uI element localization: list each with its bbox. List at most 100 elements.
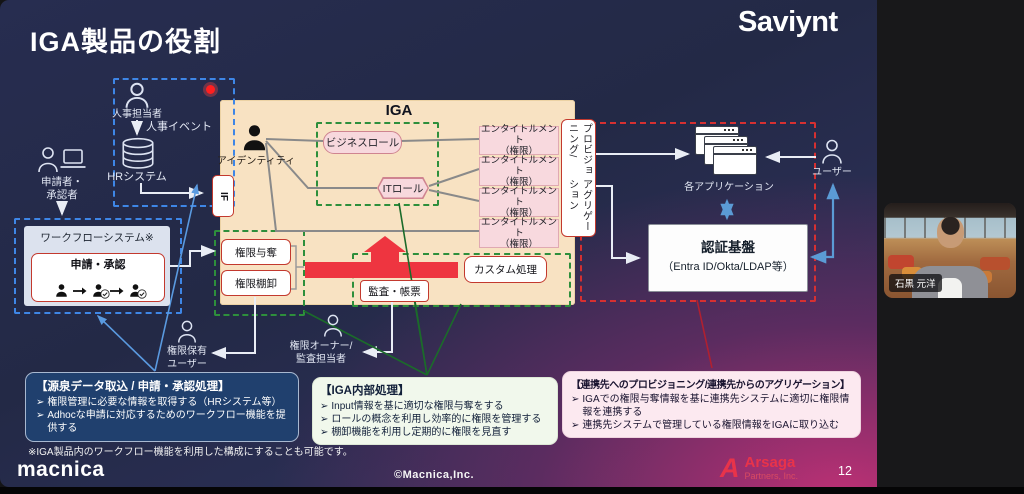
flow-arrow-icon (72, 287, 87, 295)
bullet-marker-icon: ➢ (36, 410, 45, 422)
hr-event-label: 人事イベント (146, 121, 212, 133)
callout-bullet-list: ➢権限管理に必要な情報を取得する（HRシステム等）➢Adhocな申請に対応するた… (36, 396, 288, 436)
requester-label-line1: 申請者・ (41, 176, 83, 188)
bullet-item: ➢IGAでの権限与奪情報を基に連携先システムに適切に権限情報を連携する (571, 393, 852, 419)
database-icon (119, 137, 157, 170)
office-sofa (980, 257, 1010, 270)
copyright-text: ©Macnica,Inc. (394, 469, 475, 481)
approval-label: 申請・承認 (70, 259, 126, 271)
entitlement-box: エンタイトルメント （権限） (479, 154, 559, 189)
callout-iga-internal: 【IGA内部処理】 ➢Input情報を基に適切な権限与奪をする➢ロールの概念を利… (312, 377, 558, 445)
person-approved-icon (128, 283, 147, 299)
callout-heading: 【連携先へのプロビジョニング/連携先からのアグリゲーション】 (571, 380, 850, 391)
entitlement-label: エンタイトルメント (480, 123, 557, 146)
audit-label: 監査・帳票 (368, 285, 421, 298)
if-label: IF (217, 191, 229, 201)
macnica-logo: macnica (17, 458, 105, 481)
page-number: 12 (838, 464, 852, 478)
workflow-system-box: ワークフローシステム※ 申請・承認 (24, 226, 170, 306)
bullet-marker-icon: ➢ (320, 401, 329, 412)
callout-bullet-list: ➢IGAでの権限与奪情報を基に連携先システムに適切に権限情報を連携する➢連携先シ… (571, 393, 852, 433)
custom-process-label: カスタム処理 (474, 264, 537, 276)
callout-provisioning: 【連携先へのプロビジョニング/連携先からのアグリゲーション】 ➢IGAでの権限与… (562, 371, 861, 438)
hr-actor-label: 人事担当者 (112, 109, 162, 120)
bullet-item: ➢Input情報を基に適切な権限与奪をする (320, 400, 550, 413)
provisioning-aggregation-box: プロビジョニング/アグリゲーション (561, 119, 596, 237)
entitlement-sublabel: （権限） (499, 239, 538, 251)
bullet-text: 権限管理に必要な情報を取得する（HRシステム等） (47, 397, 282, 408)
end-user-label: ユーザー (812, 167, 852, 178)
entitlement-label: エンタイトルメント (480, 216, 557, 239)
if-interface-box: IF (212, 175, 234, 217)
arsaga-subtext: Partners, Inc. (744, 470, 799, 481)
requester-label: 申請者・ 承認者 (30, 176, 94, 202)
callout-source-data: 【源泉データ取込 / 申請・承認処理】 ➢権限管理に必要な情報を取得する（HRシ… (25, 372, 299, 442)
bullet-marker-icon: ➢ (571, 394, 580, 405)
business-role-label: ビジネスロール (325, 137, 400, 149)
holder-label-line2: ユーザー (167, 358, 207, 370)
approval-box: 申請・承認 (31, 253, 165, 302)
arsaga-a-icon: A (720, 453, 740, 483)
provisioning-label: プロビジョニング/ (566, 123, 592, 176)
check-badge-icon (99, 289, 110, 299)
footnote: ※IGA製品内のワークフロー機能を利用した構成にすることも可能です。 (28, 447, 353, 458)
entitlement-sublabel: （権限） (499, 177, 538, 189)
arsaga-name: Arsaga (744, 454, 796, 472)
entitlement-box: エンタイトルメント （権限） (479, 123, 559, 158)
flow-arrow-icon (109, 287, 124, 295)
applications-icon (695, 126, 761, 178)
approval-flow-icons (32, 283, 164, 299)
bullet-text: Input情報を基に適切な権限与奪をする (331, 401, 504, 412)
office-sofa (888, 255, 914, 269)
identity-person-icon (240, 123, 269, 152)
hr-system-label: HRシステム (107, 171, 167, 183)
business-role-shape: ビジネスロール (323, 131, 402, 154)
aggregation-label: アグリゲーション (566, 179, 592, 232)
participant-video-tile[interactable]: 石黒 元洋 (884, 203, 1016, 298)
slide-title: IGA製品の役割 (30, 27, 222, 57)
bullet-marker-icon: ➢ (36, 397, 45, 408)
callout-bullet-list: ➢Input情報を基に適切な権限与奪をする➢ロールの概念を利用し効率的に権限を管… (320, 400, 550, 440)
office-background (884, 203, 1016, 298)
owner-person-icon (322, 313, 344, 338)
hr-person-icon (122, 82, 152, 109)
entitlement-label: エンタイトルメント (480, 154, 557, 177)
arsaga-logo: A Arsaga Partners, Inc. (720, 455, 798, 482)
entitlement-sublabel: （権限） (499, 146, 538, 158)
check-badge-icon (136, 289, 147, 299)
requester-label-line2: 承認者 (46, 189, 78, 202)
bullet-text: 棚卸機能を利用し定期的に権限を見直す (331, 427, 512, 439)
participant-head (937, 217, 964, 248)
bullet-marker-icon: ➢ (320, 414, 329, 426)
shared-slide: IGA製品の役割 Saviynt (0, 0, 877, 487)
identity-label: アイデンティティ (216, 156, 296, 167)
custom-process-box: カスタム処理 (464, 256, 547, 283)
holder-label-line1: 権限保有 (167, 346, 207, 357)
it-role-shape: ITロール (377, 177, 429, 199)
auth-platform-box: 認証基盤 （Entra ID/Okta/LDAP等） (648, 224, 808, 292)
callout-heading: 【IGA内部処理】 (320, 385, 410, 397)
participants-panel: 石黒 元洋 (877, 0, 1024, 494)
inventory-box: 権限棚卸 (221, 270, 291, 296)
bullet-text: Adhocな申請に対応するためのワークフロー機能を提供する (47, 410, 286, 435)
applications-label: 各アプリケーション (684, 182, 774, 193)
participant-name-tag: 石黒 元洋 (889, 274, 942, 292)
grant-box: 権限与奪 (221, 239, 291, 265)
iga-title: IGA (385, 102, 413, 119)
entitlement-box: エンタイトルメント （権限） (479, 185, 559, 219)
bullet-item: ➢ロールの概念を利用し効率的に権限を管理する (320, 413, 550, 426)
auth-platform-title: 認証基盤 (701, 240, 755, 255)
bullet-item: ➢Adhocな申請に対応するためのワークフロー機能を提供する (36, 409, 288, 435)
saviynt-logo: Saviynt (738, 6, 838, 38)
workflow-title: ワークフローシステム※ (40, 232, 154, 244)
audit-box: 監査・帳票 (360, 280, 429, 302)
it-role-label: ITロール (382, 182, 424, 195)
provisioning-callout-line (696, 299, 713, 369)
person-approved-icon (91, 283, 110, 299)
entitlement-label: エンタイトルメント (480, 185, 557, 208)
person-solid-icon (54, 283, 69, 298)
grant-label: 権限与奪 (235, 246, 277, 259)
inventory-label: 権限棚卸 (235, 277, 277, 290)
grant-dashed-frame (214, 230, 305, 316)
